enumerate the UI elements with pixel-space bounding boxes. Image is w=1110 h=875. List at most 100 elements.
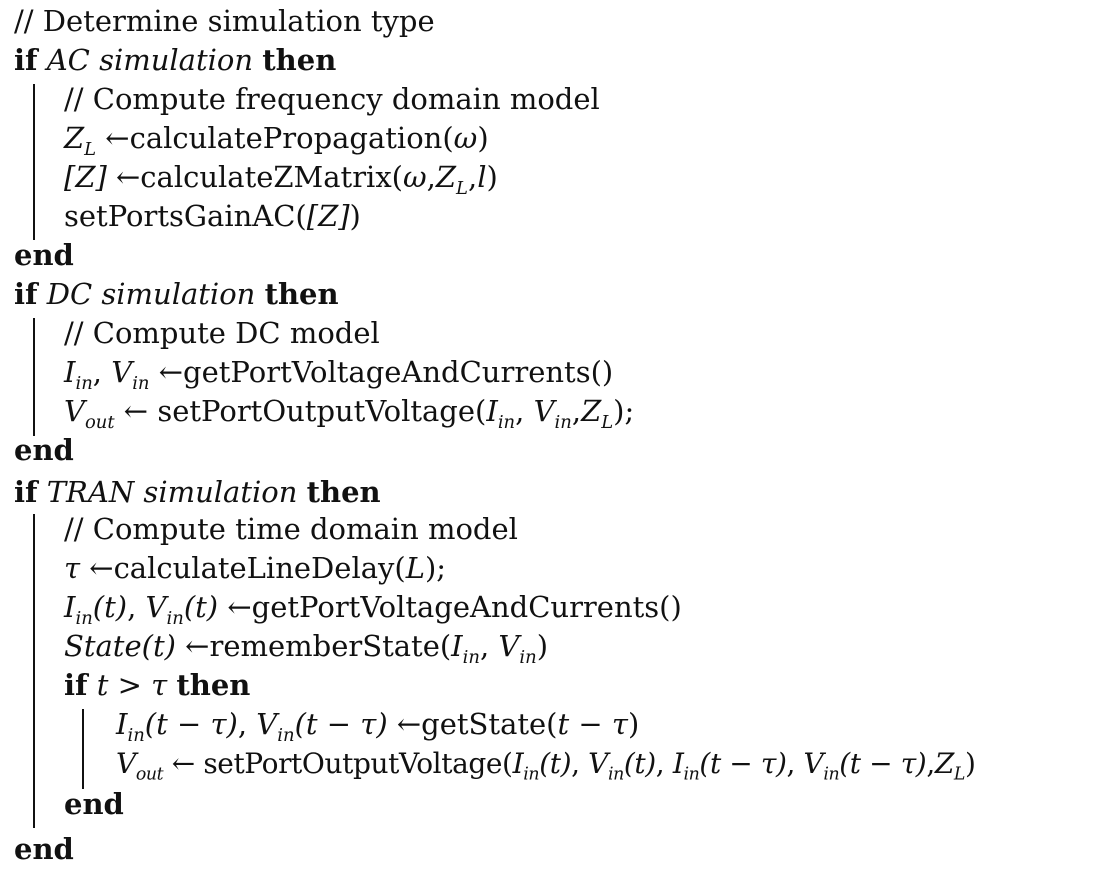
in-sub: in bbox=[127, 724, 145, 746]
tran-block-bar bbox=[33, 514, 35, 828]
dc-line-1: Iin, Vin ←getPortVoltageAndCurrents() bbox=[64, 353, 614, 394]
separator: , bbox=[237, 707, 257, 741]
vout-var: V bbox=[116, 747, 136, 780]
call-close: ) bbox=[536, 629, 549, 663]
zl-arg: Z bbox=[435, 160, 457, 194]
v-arg: V bbox=[803, 747, 824, 780]
end-keyword: end bbox=[14, 832, 74, 866]
time-arg: (t − τ) bbox=[839, 747, 927, 780]
call-text: getPortVoltageAndCurrents() bbox=[183, 355, 614, 389]
state-var: State(t) bbox=[64, 629, 176, 663]
tau-assign: τ ← bbox=[64, 551, 114, 585]
separator: , bbox=[571, 747, 589, 780]
assign-arrow: ← bbox=[149, 355, 184, 389]
l-arg: l bbox=[477, 160, 487, 194]
call-close: ) bbox=[349, 199, 361, 233]
zl-sub: L bbox=[84, 138, 97, 160]
call-text: setPortOutputVoltage( bbox=[203, 747, 513, 780]
dc-block-bar bbox=[33, 318, 35, 436]
separator: , bbox=[786, 747, 804, 780]
i-var: I bbox=[116, 707, 128, 741]
separator: , bbox=[926, 747, 935, 780]
ac-line-1: ZL ←calculatePropagation(ω) bbox=[64, 119, 489, 160]
time-arg: (t) bbox=[183, 590, 219, 624]
in-sub: in bbox=[823, 764, 840, 785]
tran-comment: // Compute time domain model bbox=[64, 510, 518, 549]
in-sub: in bbox=[519, 646, 537, 668]
assign-arrow: ← bbox=[218, 590, 252, 624]
zl-arg: Z bbox=[934, 747, 954, 780]
z-matrix-assign: [Z] ← bbox=[64, 160, 141, 194]
comma: , bbox=[467, 160, 478, 194]
dc-line-2: Vout ← setPortOutputVoltage(Iin, Vin,ZL)… bbox=[64, 392, 635, 433]
assign-arrow: ← bbox=[114, 394, 158, 428]
call-close: ); bbox=[424, 551, 447, 585]
vout-var: V bbox=[64, 394, 85, 428]
then-keyword: then bbox=[262, 43, 337, 77]
zl-arg: Z bbox=[581, 394, 602, 428]
main-comment-text: // Determine simulation type bbox=[14, 4, 435, 38]
time-arg: (t − τ) bbox=[294, 707, 388, 741]
if-keyword: if bbox=[14, 43, 38, 77]
tran-line-2: Iin(t), Vin(t) ←getPortVoltageAndCurrent… bbox=[64, 588, 682, 629]
i-var: I bbox=[64, 355, 76, 389]
inner-line-2: Vout ← setPortOutputVoltage(Iin(t), Vin(… bbox=[116, 744, 976, 785]
in-sub: in bbox=[277, 724, 295, 746]
in-sub: in bbox=[607, 764, 624, 785]
inner-if-block-bar bbox=[82, 709, 84, 789]
time-arg: (t) bbox=[539, 747, 572, 780]
ac-line-2: [Z] ←calculateZMatrix(ω,ZL,l) bbox=[64, 158, 498, 199]
call-text: calculatePropagation( bbox=[129, 121, 454, 155]
in-sub: in bbox=[132, 372, 150, 394]
call-text: setPortOutputVoltage( bbox=[157, 394, 487, 428]
end-keyword: end bbox=[14, 238, 74, 272]
call-close: ); bbox=[613, 394, 635, 428]
ac-line-3: setPortsGainAC([Z]) bbox=[64, 197, 361, 236]
ac-if-line: if AC simulation then bbox=[14, 41, 336, 80]
tran-line-3: State(t) ←rememberState(Iin, Vin) bbox=[64, 627, 549, 668]
dc-end: end bbox=[14, 431, 74, 470]
assign-arrow: ← bbox=[96, 121, 130, 155]
assign-arrow: ← bbox=[163, 747, 204, 780]
if-keyword: if bbox=[14, 475, 38, 509]
separator: , bbox=[571, 394, 582, 428]
tran-line-1: τ ←calculateLineDelay(L); bbox=[64, 549, 446, 588]
out-sub: out bbox=[84, 411, 115, 433]
end-keyword: end bbox=[64, 787, 124, 821]
call-close: ) bbox=[486, 160, 498, 194]
call-close: ) bbox=[965, 747, 976, 780]
call-text: getState( bbox=[421, 707, 558, 741]
ac-end: end bbox=[14, 236, 74, 275]
inner-line-1: Iin(t − τ), Vin(t − τ) ←getState(t − τ) bbox=[116, 705, 639, 746]
i-arg: I bbox=[512, 747, 524, 780]
i-arg: I bbox=[451, 629, 463, 663]
ac-block-bar bbox=[33, 84, 35, 240]
i-arg: I bbox=[486, 394, 498, 428]
i-var: I bbox=[64, 590, 76, 624]
call-text: getPortVoltageAndCurrents() bbox=[251, 590, 682, 624]
dc-comment: // Compute DC model bbox=[64, 314, 380, 353]
separator: , bbox=[655, 747, 673, 780]
in-sub: in bbox=[75, 607, 93, 629]
call-text: calculateZMatrix( bbox=[140, 160, 403, 194]
call-text: rememberState( bbox=[209, 629, 452, 663]
i-arg: I bbox=[672, 747, 684, 780]
z-matrix-arg: [Z] bbox=[306, 199, 350, 233]
v-arg: V bbox=[498, 629, 520, 663]
inner-if-line: if t > τ then bbox=[64, 666, 250, 705]
v-arg: V bbox=[588, 747, 608, 780]
ac-comment-text: // Compute frequency domain model bbox=[64, 82, 600, 116]
separator: , bbox=[515, 394, 534, 428]
tran-if-line: if TRAN simulation then bbox=[14, 473, 381, 512]
tran-condition: TRAN simulation bbox=[46, 475, 298, 509]
v-var: V bbox=[145, 590, 167, 624]
separator: , bbox=[92, 355, 112, 389]
assign-arrow: ← bbox=[175, 629, 210, 663]
time-arg: (t) bbox=[623, 747, 656, 780]
time-arg: (t) bbox=[92, 590, 128, 624]
tran-end: end bbox=[14, 830, 74, 869]
comma: , bbox=[426, 160, 436, 194]
dc-if-line: if DC simulation then bbox=[14, 275, 339, 314]
then-keyword: then bbox=[264, 277, 339, 311]
